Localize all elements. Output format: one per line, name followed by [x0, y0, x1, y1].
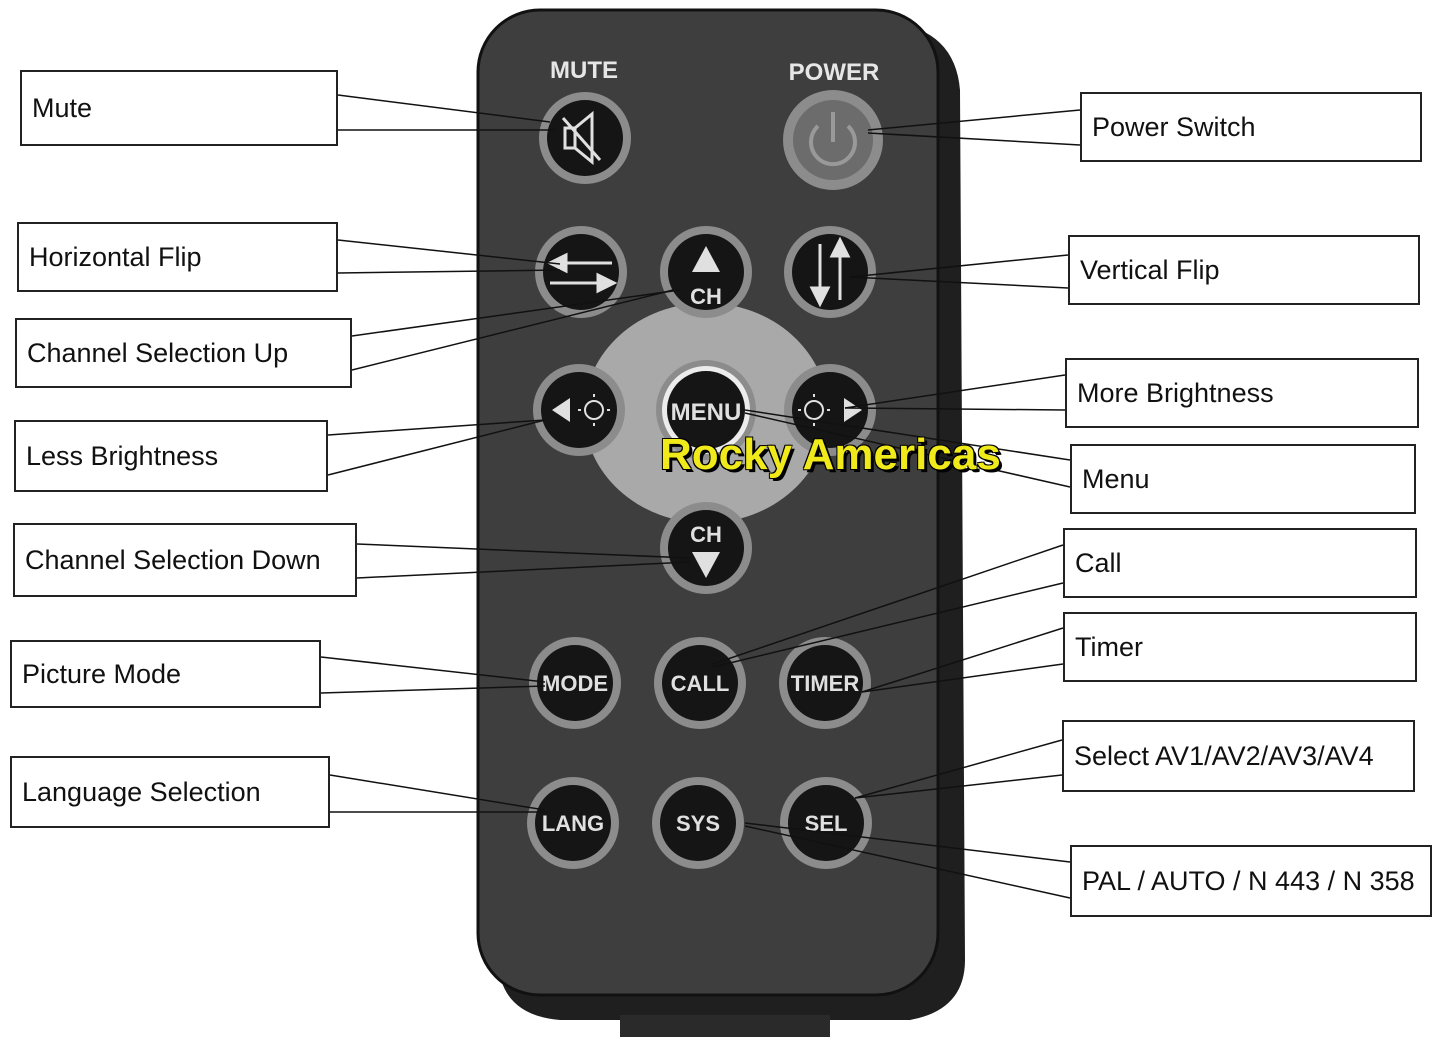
call-button[interactable]: CALL [654, 637, 746, 729]
brightness-icon [578, 394, 610, 426]
callout-system: PAL / AUTO / N 443 / N 358 [1070, 845, 1432, 917]
less-brightness-button[interactable] [533, 364, 625, 456]
mode-button[interactable]: MODE [529, 637, 621, 729]
watermark-text: Rocky Americas [660, 430, 1001, 479]
power-button[interactable] [783, 90, 883, 190]
left-arrow-icon [552, 398, 570, 422]
call-label: CALL [671, 671, 730, 696]
callout-call: Call [1063, 528, 1417, 598]
callout-vertical-flip: Vertical Flip [1068, 235, 1420, 305]
more-brightness-button[interactable] [784, 364, 876, 456]
callout-power-switch: Power Switch [1080, 92, 1422, 162]
ch-down-label: CH [690, 522, 722, 547]
right-arrow-icon [844, 398, 862, 422]
sys-label: SYS [676, 811, 720, 836]
mute-top-label: MUTE [550, 57, 618, 84]
callout-horizontal-flip: Horizontal Flip [17, 222, 338, 292]
sel-label: SEL [805, 811, 848, 836]
horizontal-flip-button[interactable] [535, 226, 627, 318]
sys-button[interactable]: SYS [652, 777, 744, 869]
power-top-label: POWER [789, 59, 880, 86]
vertical-flip-icon [809, 236, 851, 308]
power-icon [809, 112, 857, 167]
mode-label: MODE [542, 671, 608, 696]
vertical-flip-button[interactable] [784, 226, 876, 318]
menu-button[interactable]: MENU [656, 360, 756, 460]
channel-up-button[interactable]: CH [660, 226, 752, 318]
callout-channel-down: Channel Selection Down [13, 523, 357, 597]
callout-less-brightness: Less Brightness [14, 420, 328, 492]
up-arrow-icon [692, 246, 720, 272]
remote-bottom-connector [620, 1015, 830, 1037]
horizontal-flip-icon [546, 252, 618, 294]
callout-language: Language Selection [10, 756, 330, 828]
mute-button[interactable] [539, 92, 631, 184]
callout-mute: Mute [20, 70, 338, 146]
down-arrow-icon [692, 552, 720, 578]
callout-select-av: Select AV1/AV2/AV3/AV4 [1062, 720, 1415, 792]
callout-channel-up: Channel Selection Up [15, 318, 352, 388]
callout-timer: Timer [1063, 612, 1417, 682]
timer-button[interactable]: TIMER [779, 637, 871, 729]
menu-label: MENU [671, 399, 742, 426]
callout-picture-mode: Picture Mode [10, 640, 321, 708]
mute-icon [561, 110, 602, 166]
callout-menu: Menu [1070, 444, 1416, 514]
timer-label: TIMER [791, 671, 860, 696]
channel-down-button[interactable]: CH [660, 502, 752, 594]
leader-lines [320, 94, 1081, 899]
callout-more-brightness: More Brightness [1065, 358, 1419, 428]
lang-button[interactable]: LANG [527, 777, 619, 869]
ch-up-label: CH [690, 284, 722, 309]
lang-label: LANG [542, 811, 604, 836]
brightness-icon [798, 394, 830, 426]
sel-button[interactable]: SEL [780, 777, 872, 869]
